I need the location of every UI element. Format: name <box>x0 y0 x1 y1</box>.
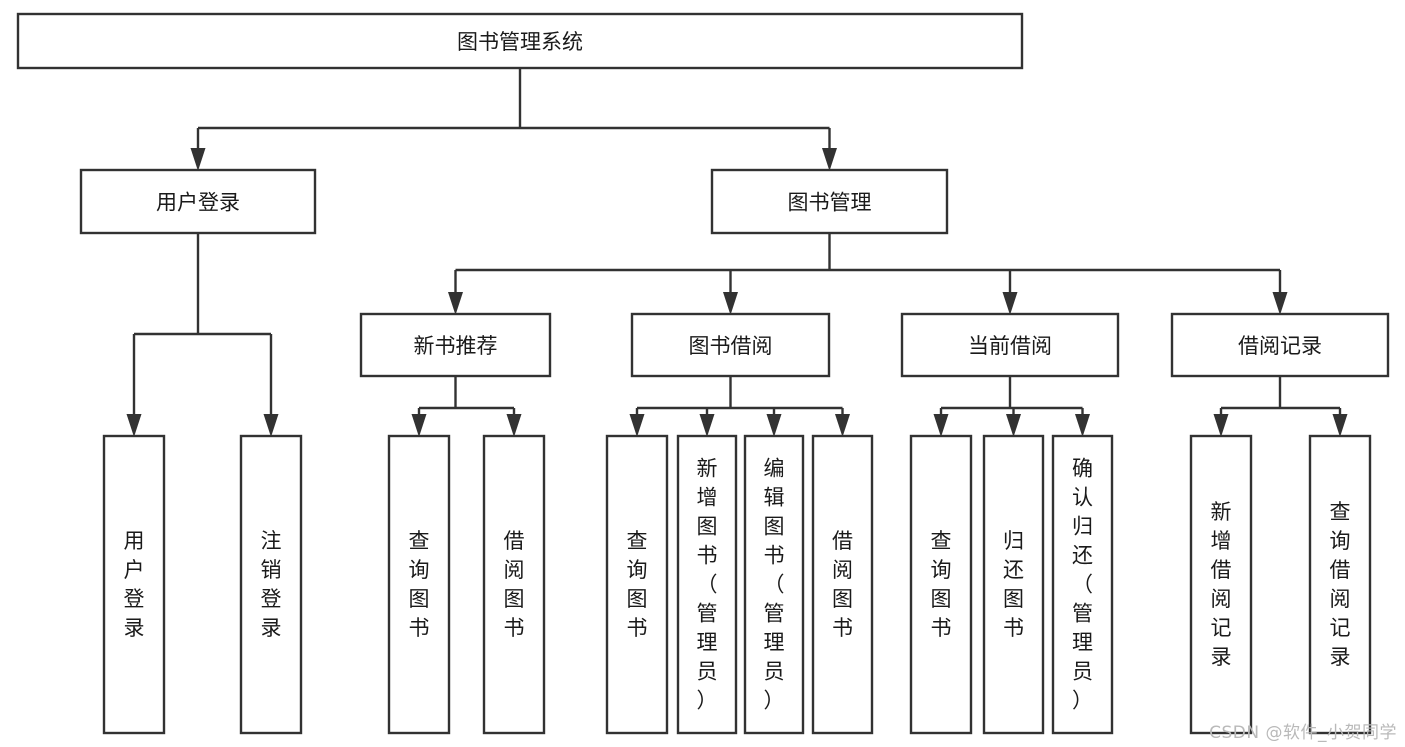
node-box <box>900 312 1120 378</box>
node-label: 图书管理系统 <box>457 30 583 54</box>
node-box <box>102 434 166 735</box>
edge-group-current-borrow <box>933 376 1090 437</box>
node-borrow-record[interactable]: 借阅记录 <box>1170 312 1390 378</box>
edge-arrowhead <box>723 292 738 315</box>
node-label: 查询借阅记录 <box>1330 500 1351 669</box>
node-root[interactable]: 图书管理系统 <box>16 12 1024 70</box>
node-label: 用户登录 <box>124 529 145 640</box>
node-leaf-query-book-3[interactable]: 查询图书 <box>909 434 973 735</box>
node-leaf-user-logout[interactable]: 注销登录 <box>239 434 303 735</box>
node-box <box>605 434 669 735</box>
edge-arrowhead <box>263 414 279 437</box>
edge-arrowhead <box>411 414 427 437</box>
node-leaf-query-book-1[interactable]: 查询图书 <box>387 434 451 735</box>
edge-arrowhead <box>822 148 837 171</box>
edge-group-borrow-record <box>1213 376 1348 437</box>
node-label: 归还图书 <box>1003 529 1024 640</box>
node-current-borrow[interactable]: 当前借阅 <box>900 312 1120 378</box>
node-user-login[interactable]: 用户登录 <box>79 168 317 235</box>
node-box <box>359 312 552 378</box>
node-box <box>743 434 805 735</box>
node-book-manage[interactable]: 图书管理 <box>710 168 949 235</box>
node-leaf-user-login[interactable]: 用户登录 <box>102 434 166 735</box>
node-leaf-edit-book[interactable]: 编辑图书（管理员） <box>743 434 805 735</box>
node-label: 编辑图书（管理员） <box>764 457 785 713</box>
edge-group-root <box>190 68 837 171</box>
edge-arrowhead <box>933 414 949 437</box>
node-box <box>909 434 973 735</box>
node-leaf-query-book-2[interactable]: 查询图书 <box>605 434 669 735</box>
node-box <box>482 434 546 735</box>
edge-arrowhead <box>629 414 645 437</box>
node-box <box>1308 434 1372 735</box>
node-label: 图书借阅 <box>689 334 773 358</box>
edge-arrowhead <box>1002 292 1018 315</box>
node-label: 借阅图书 <box>832 529 853 640</box>
node-leaf-add-book[interactable]: 新增图书（管理员） <box>676 434 738 735</box>
node-new-book-rec[interactable]: 新书推荐 <box>359 312 552 378</box>
edge-arrowhead <box>766 414 782 437</box>
node-leaf-confirm-return[interactable]: 确认归还（管理员） <box>1051 434 1114 735</box>
nodes-layer: 图书管理系统用户登录图书管理新书推荐图书借阅当前借阅借阅记录用户登录注销登录查询… <box>16 12 1390 735</box>
node-label: 查询图书 <box>409 529 430 640</box>
node-box <box>79 168 317 235</box>
edge-arrowhead <box>506 414 522 437</box>
node-box <box>982 434 1045 735</box>
watermark-label: CSDN @软件_小贺同学 <box>1209 723 1397 743</box>
node-leaf-return-book[interactable]: 归还图书 <box>982 434 1045 735</box>
node-leaf-query-record[interactable]: 查询借阅记录 <box>1308 434 1372 735</box>
edge-arrowhead <box>1272 292 1288 315</box>
edge-arrowhead <box>1332 414 1348 437</box>
node-label: 当前借阅 <box>968 334 1052 358</box>
node-box <box>1051 434 1114 735</box>
edge-arrowhead <box>448 292 463 315</box>
node-label: 注销登录 <box>261 529 282 640</box>
edge-arrowhead <box>190 148 206 171</box>
node-leaf-add-record[interactable]: 新增借阅记录 <box>1189 434 1253 735</box>
edge-group-book-borrow <box>629 376 850 437</box>
edge-arrowhead <box>126 414 142 437</box>
node-label: 确认归还（管理员） <box>1072 457 1093 713</box>
node-label: 用户登录 <box>156 191 240 215</box>
node-box <box>239 434 303 735</box>
edge-arrowhead <box>835 414 850 437</box>
node-box <box>710 168 949 235</box>
node-label: 新增借阅记录 <box>1211 500 1232 669</box>
edge-arrowhead <box>699 414 715 437</box>
edge-group-book-manage <box>448 233 1288 315</box>
edge-group-user-login <box>126 233 279 437</box>
node-box <box>387 434 451 735</box>
edge-arrowhead <box>1006 414 1021 437</box>
node-label: 新增图书（管理员） <box>697 457 718 713</box>
edges-layer <box>126 68 1348 437</box>
node-box <box>630 312 831 378</box>
node-label: 新书推荐 <box>414 334 498 358</box>
node-label: 图书管理 <box>788 191 872 215</box>
node-leaf-borrow-book-1[interactable]: 借阅图书 <box>482 434 546 735</box>
node-label: 查询图书 <box>627 529 648 640</box>
node-box <box>16 12 1024 70</box>
node-box <box>1170 312 1390 378</box>
node-box <box>1189 434 1253 735</box>
node-leaf-borrow-book-2[interactable]: 借阅图书 <box>811 434 874 735</box>
node-box <box>676 434 738 735</box>
edge-group-new-book-rec <box>411 376 522 437</box>
edge-arrowhead <box>1075 414 1090 437</box>
node-label: 借阅记录 <box>1238 334 1322 358</box>
node-label: 查询图书 <box>931 529 952 640</box>
edge-arrowhead <box>1213 414 1229 437</box>
node-label: 借阅图书 <box>504 529 525 640</box>
node-box <box>811 434 874 735</box>
node-book-borrow[interactable]: 图书借阅 <box>630 312 831 378</box>
